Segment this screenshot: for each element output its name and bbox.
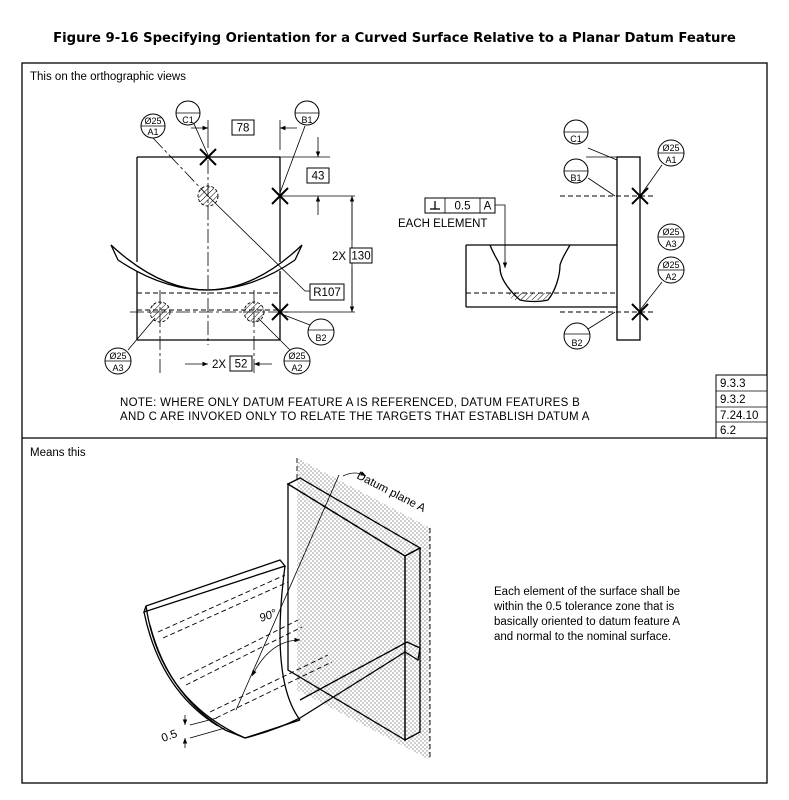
note-line-1: NOTE: WHERE ONLY DATUM FEATURE A IS REFE… bbox=[120, 397, 580, 409]
ref-1: 9.3.3 bbox=[720, 378, 746, 390]
bottom-panel-label: Means this bbox=[30, 447, 86, 459]
svg-text:B1: B1 bbox=[301, 115, 312, 125]
svg-text:within the 0.5 tolerance zone: within the 0.5 tolerance zone that is bbox=[493, 601, 675, 613]
isometric-part bbox=[142, 474, 422, 748]
side-target-a2: Ø25 A2 bbox=[639, 256, 685, 311]
feature-control-frame: 0.5 A EACH ELEMENT bbox=[398, 197, 508, 268]
datum-reference: A bbox=[484, 201, 492, 213]
perpendicularity-symbol bbox=[430, 201, 440, 210]
figure-title: Figure 9-16 Specifying Orientation for a… bbox=[53, 31, 736, 46]
svg-text:Ø25: Ø25 bbox=[109, 351, 126, 361]
svg-text:Ø25: Ø25 bbox=[288, 351, 305, 361]
side-target-a1: Ø25 A1 bbox=[639, 139, 685, 197]
side-target-b1: B1 bbox=[563, 158, 616, 197]
svg-text:B2: B2 bbox=[315, 333, 326, 343]
datum-target-b1: B1 bbox=[279, 100, 320, 194]
radius-r107: R107 bbox=[313, 287, 341, 299]
ref-2: 9.3.2 bbox=[720, 394, 746, 406]
side-target-c1: C1 bbox=[563, 119, 618, 161]
svg-text:Ø25: Ø25 bbox=[662, 227, 679, 237]
note-line-2: AND C ARE INVOKED ONLY TO RELATE THE TAR… bbox=[120, 411, 590, 423]
svg-text:B2: B2 bbox=[571, 338, 582, 348]
svg-text:A2: A2 bbox=[665, 272, 676, 282]
svg-text:basically oriented to datum fe: basically oriented to datum feature A bbox=[494, 616, 680, 628]
svg-text:A1: A1 bbox=[665, 155, 676, 165]
datum-target-a1: Ø25 A1 bbox=[140, 113, 209, 197]
reference-table: 9.3.3 9.3.2 7.24.10 6.2 bbox=[715, 374, 768, 439]
svg-text:Ø25: Ø25 bbox=[662, 260, 679, 270]
svg-text:A3: A3 bbox=[112, 363, 123, 373]
svg-text:C1: C1 bbox=[570, 134, 582, 144]
svg-text:C1: C1 bbox=[182, 115, 194, 125]
dim-130: 130 bbox=[351, 251, 370, 263]
angle-90-label: 90° bbox=[258, 607, 279, 624]
svg-text:and normal to the nominal surf: and normal to the nominal surface. bbox=[494, 631, 671, 643]
datum-target-c1: C1 bbox=[175, 100, 209, 156]
svg-text:Ø25: Ø25 bbox=[662, 143, 679, 153]
zone-0-5-label: 0.5 bbox=[160, 728, 179, 745]
side-target-a3: Ø25 A3 bbox=[657, 223, 685, 251]
svg-text:A3: A3 bbox=[665, 239, 676, 249]
tolerance-value: 0.5 bbox=[455, 201, 471, 213]
dim-52: 52 bbox=[235, 359, 248, 371]
dim-43: 43 bbox=[312, 171, 325, 183]
top-panel-label: This on the orthographic views bbox=[30, 71, 186, 83]
ref-3: 7.24.10 bbox=[720, 410, 758, 422]
svg-text:Ø25: Ø25 bbox=[144, 116, 161, 126]
front-view-dimensions: 78 43 2X 130 R107 2X 52 bbox=[185, 119, 373, 372]
svg-text:A2: A2 bbox=[291, 363, 302, 373]
dim-130-prefix: 2X bbox=[332, 251, 346, 263]
datum-target-a2: Ø25 A2 bbox=[257, 317, 311, 375]
side-target-b2: B2 bbox=[563, 311, 616, 350]
means-this-description: Each element of the surface shall be wit… bbox=[493, 586, 680, 643]
ref-4: 6.2 bbox=[720, 425, 736, 437]
datum-plane-a bbox=[296, 458, 431, 760]
each-element-label: EACH ELEMENT bbox=[398, 218, 487, 230]
side-view bbox=[465, 156, 655, 341]
svg-text:Each element of the surface sh: Each element of the surface shall be bbox=[494, 586, 680, 598]
svg-text:B1: B1 bbox=[570, 173, 581, 183]
dim-78: 78 bbox=[237, 123, 250, 135]
svg-text:A1: A1 bbox=[147, 127, 158, 137]
dim-52-prefix: 2X bbox=[212, 359, 226, 371]
datum-target-a3: Ø25 A3 bbox=[104, 317, 156, 375]
datum-target-b2: B2 bbox=[283, 314, 335, 346]
